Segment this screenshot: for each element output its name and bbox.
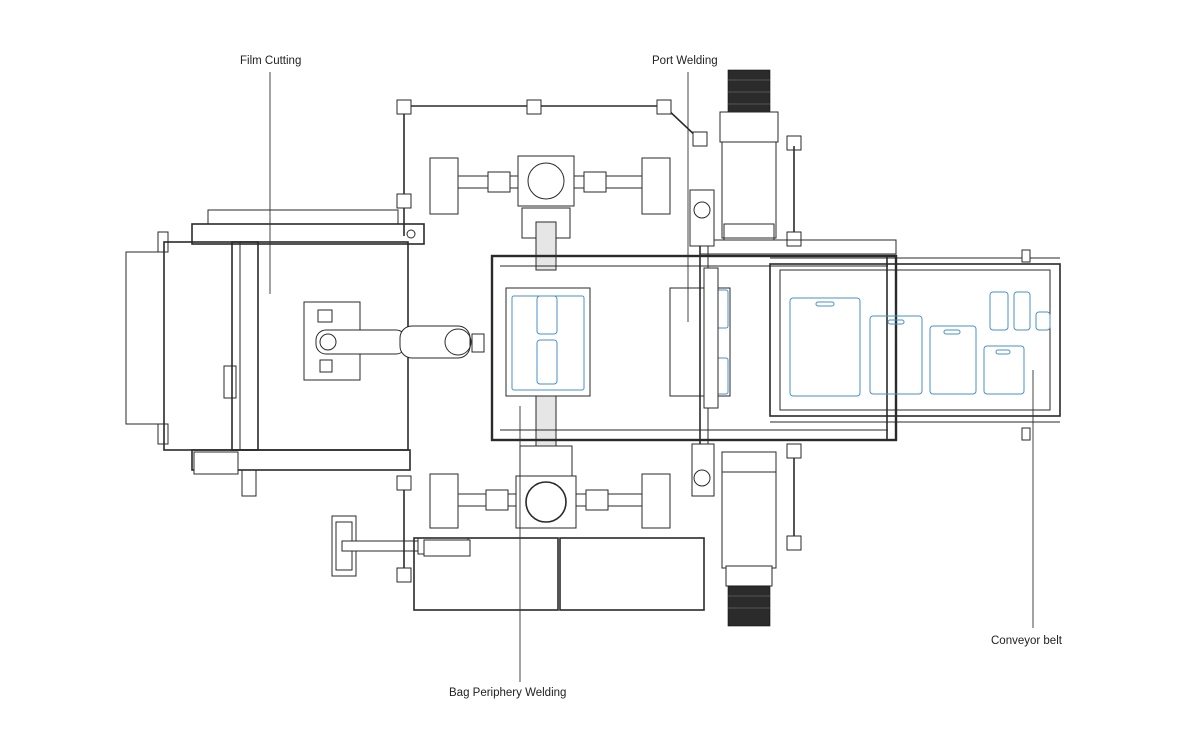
periphery-welding-press <box>429 155 671 529</box>
label-conveyor-belt: Conveyor belt <box>991 635 1063 647</box>
welding-die <box>505 287 591 397</box>
port-feeder-bottom <box>721 451 777 627</box>
label-port-welding: Port Welding <box>652 55 718 67</box>
label-bag-periphery-welding: Bag Periphery Welding <box>449 687 566 699</box>
port-feeder-top <box>719 69 779 241</box>
label-film-cutting: Film Cutting <box>240 55 301 67</box>
port-welding-station <box>669 189 731 497</box>
conveyor-belt <box>769 249 1061 441</box>
film-cutting-station <box>125 209 485 577</box>
safety-frame <box>396 99 802 583</box>
control-cabinets <box>413 537 705 611</box>
